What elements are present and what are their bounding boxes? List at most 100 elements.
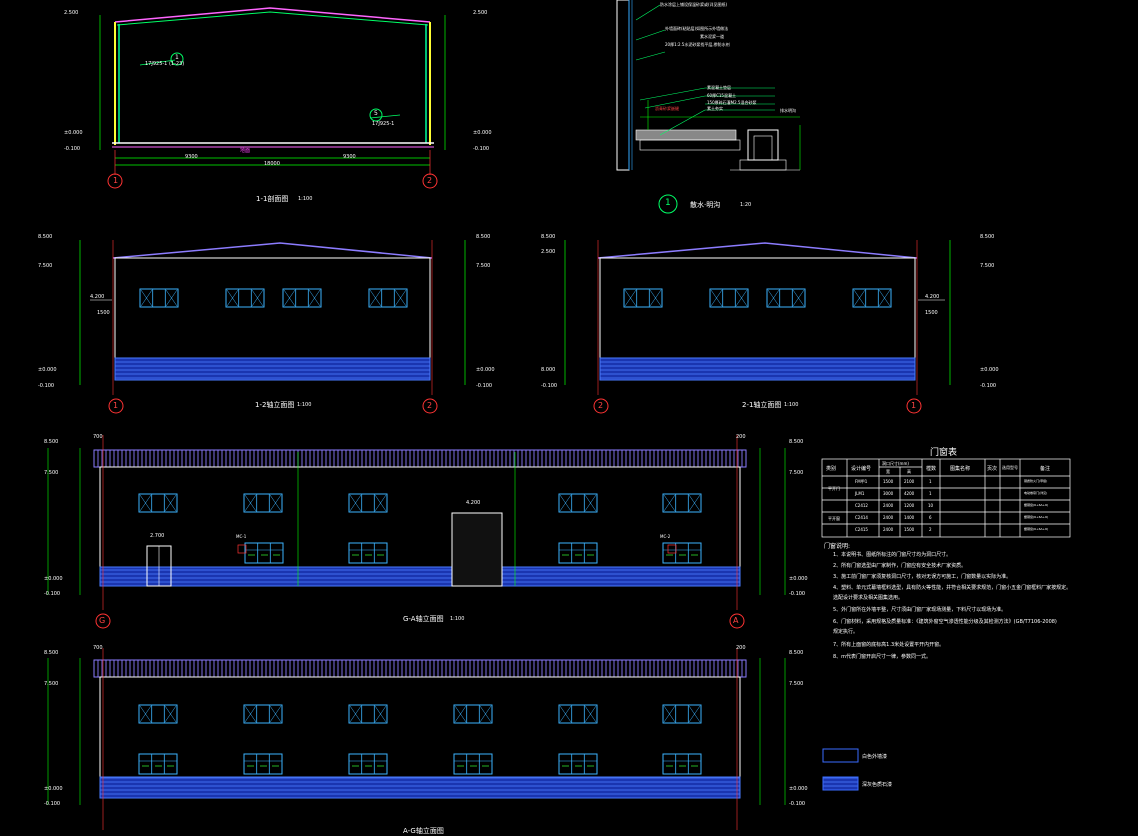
table-cell: C2412 <box>855 503 868 508</box>
sill-label: 4.200 <box>925 294 940 300</box>
table-group: 平开门 <box>828 486 840 491</box>
callout-number: 5 <box>374 110 378 117</box>
table-cell: 1500 <box>904 527 915 532</box>
detail-1-drawing <box>616 0 801 171</box>
table-group: 平开窗 <box>828 516 840 521</box>
axis-2-circle <box>422 173 438 189</box>
table-cell: C2415 <box>855 527 868 532</box>
door-tag: MC-1 <box>236 534 247 539</box>
level-label: 8.500 <box>789 439 804 445</box>
table-cell: 3000 <box>883 491 894 496</box>
level-label: -0.100 <box>44 801 61 807</box>
dimension-label: 9300 <box>343 154 356 160</box>
table-cell: 4200 <box>904 491 915 496</box>
section-scale: 1:100 <box>298 196 313 202</box>
table-cell: 电动卷帘门(详见) <box>1024 491 1048 495</box>
axis-2-circle-e21 <box>593 398 609 414</box>
table-cell: JLM1 <box>855 491 865 496</box>
level-label: 8.500 <box>476 234 491 240</box>
table-cell: 塑钢窗(6+6A+6) <box>1024 515 1049 519</box>
level-label: ±0.000 <box>476 367 495 373</box>
table-subheader: 宽 <box>886 469 890 474</box>
legend-swatch-hatched <box>822 776 859 791</box>
level-label: 7.500 <box>38 263 53 269</box>
legend-label: 深灰色质石漆 <box>862 782 893 788</box>
axis-1-circle-e12 <box>108 398 124 414</box>
table-header: 类别 <box>826 466 837 472</box>
level-label: 8.500 <box>44 650 59 656</box>
elevation-scale: 1:100 <box>297 402 312 408</box>
elevation-1-2 <box>79 240 466 395</box>
rolling-door-label: 4.200 <box>466 500 481 506</box>
note-line: 8、m代表门窗开启尺寸一律，参数同一式。 <box>833 654 932 660</box>
detail-note: 20厚1:2.5水泥砂浆找平层,掺防水剂 <box>665 42 730 47</box>
level-label: -0.100 <box>44 591 61 597</box>
table-cell: 1200 <box>904 503 915 508</box>
sill-dim: 1500 <box>97 310 110 316</box>
top-dim: 700 <box>93 434 103 440</box>
note-line: 1、本说明书、图纸所标注的门窗尺寸均为洞口尺寸。 <box>833 552 952 558</box>
table-header: 页次 <box>987 466 998 472</box>
detail-note: 素混凝土垫层 <box>707 85 731 90</box>
detail-note: 60厚C15混凝土 <box>707 93 736 98</box>
table-cell: 塑钢窗(6+6A+6) <box>1024 503 1049 507</box>
table-cell: 6 <box>929 515 932 520</box>
detail-note: 素水泥浆一道 <box>700 34 724 39</box>
level-label: 7.500 <box>44 470 59 476</box>
level-label: -0.100 <box>476 383 493 389</box>
detail-note: 沥青砂浆嵌缝 <box>655 106 679 111</box>
elevation-title: G-A轴立面图 <box>403 615 444 623</box>
level-label: 2.500 <box>473 10 488 16</box>
axis-label: G <box>99 616 106 625</box>
sill-label: 4.200 <box>90 294 105 300</box>
level-label: -0.100 <box>541 383 558 389</box>
level-label: ±0.000 <box>44 786 63 792</box>
level-label: 7.500 <box>789 681 804 687</box>
level-label: ±0.000 <box>64 130 83 136</box>
elevation-title: A-G轴立面图 <box>403 827 444 835</box>
axis-label: 1 <box>113 401 119 410</box>
elevation-a-g <box>47 648 786 830</box>
table-header: 图集名称 <box>950 466 971 472</box>
level-label: -0.100 <box>64 146 81 152</box>
dimension-label: 9300 <box>185 154 198 160</box>
elevation-title: 1-2轴立面图 <box>255 401 295 409</box>
level-label: 8.500 <box>541 234 556 240</box>
elevation-2-1 <box>564 240 951 395</box>
table-cell: C2414 <box>855 515 868 520</box>
table-cell: 2400 <box>883 515 894 520</box>
callout-5-circle <box>369 108 383 122</box>
level-label: ±0.000 <box>473 130 492 136</box>
legend-swatch-outline <box>822 748 859 763</box>
table-title: 门窗表 <box>930 448 958 458</box>
detail-note: 防水涂层上铺设保温砂浆或(详见图纸) <box>660 2 728 7</box>
detail-title: 散水·明沟 <box>690 201 721 209</box>
table-header: 洞口尺寸(mm) <box>882 461 909 466</box>
table-header: 备注 <box>1040 466 1051 472</box>
table-header: 樘数 <box>926 466 937 472</box>
level-label: -0.100 <box>38 383 55 389</box>
table-subheader: 高 <box>907 469 911 474</box>
table-header: 设计编号 <box>851 466 872 472</box>
level-label: ±0.000 <box>789 786 808 792</box>
elevation-scale: 1:100 <box>450 616 465 622</box>
detail-note: 150厚碎石灌M2.5混合砂浆 <box>707 100 757 105</box>
axis-1-circle <box>107 173 123 189</box>
note-line: 3、施工前门窗厂家须复核洞口尺寸，核对无误方可施工，门窗数量以实际为准。 <box>833 574 1012 580</box>
detail-note: 素土夯实 <box>707 106 723 111</box>
callout-ref: 17J925-1 (1-23) <box>145 61 185 67</box>
axis-2-circle-e12 <box>422 398 438 414</box>
axis-label: A <box>733 616 739 625</box>
table-cell: 塑钢窗(6+6A+6) <box>1024 527 1049 531</box>
axis-g-circle <box>95 613 111 629</box>
table-cell: FM甲1 <box>855 479 868 484</box>
detail-note: 外墙面砖(粘贴层)如图所示外墙做法 <box>665 26 729 31</box>
level-label: 7.500 <box>476 263 491 269</box>
detail-scale: 1:20 <box>740 202 752 208</box>
level-label: -0.100 <box>980 383 997 389</box>
elevation-title: 2-1轴立面图 <box>742 401 782 409</box>
level-label: ±0.000 <box>789 576 808 582</box>
axis-label: 1 <box>113 176 119 185</box>
axis-label: 1 <box>911 401 917 410</box>
